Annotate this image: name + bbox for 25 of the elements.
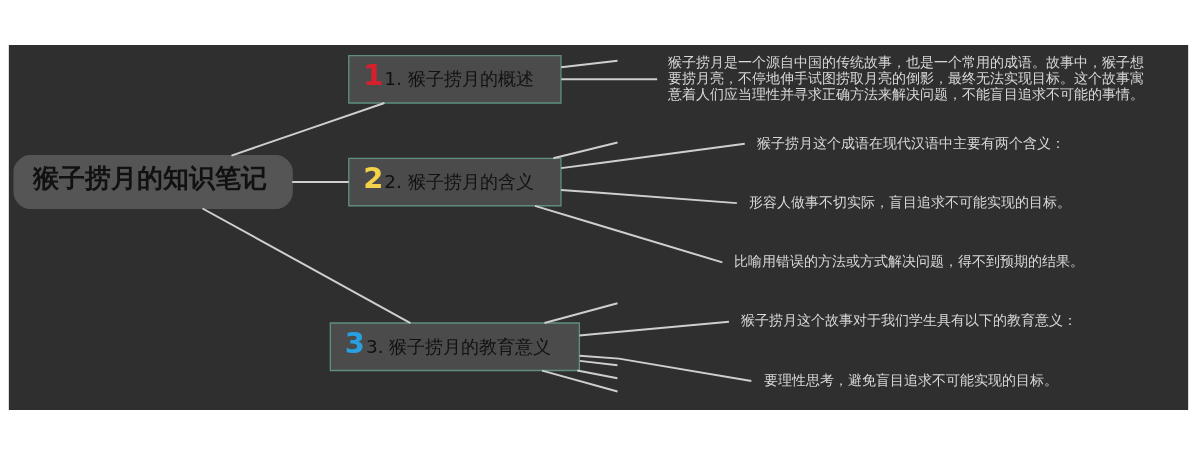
connector — [560, 188, 738, 205]
connector — [534, 204, 724, 264]
connector — [541, 369, 619, 393]
node-box: 3 3. 猴子捞月的教育意义 — [329, 322, 581, 372]
connector — [576, 369, 619, 380]
connector — [560, 59, 619, 69]
node-box: 1 1. 猴子捞月的概述 — [348, 54, 562, 104]
node-text: 形容人做事不切实际，盲目追求不可能实现的目标。 — [749, 193, 1072, 210]
connector — [578, 354, 753, 382]
connector — [201, 207, 412, 324]
node-text: 要理性思考，避免盲目追求不可能实现的目标。 — [763, 371, 1058, 388]
node-text: 猴子捞月这个成语在现代汉语中主要有两个含义： — [756, 134, 1065, 151]
node-box: 猴子捞月的知识笔记 — [13, 155, 293, 210]
connector — [578, 320, 730, 337]
connector — [552, 141, 619, 160]
connector — [230, 102, 386, 157]
connector — [560, 142, 746, 170]
node-text: 猴子捞月是一个源自中国的传统故事，也是一个常用的成语。故事中，猴子想要捞月亮，不停地伸手试图捞取月亮的倒影，最终无法实现目标。这个故事寓意着人们应当理性并寻求正确方法来解决问题，不能盲目追求不可能的事情。 — [667, 54, 1144, 102]
connector — [578, 359, 619, 367]
node-text: 比喻用错误的方法或方式解决问题，得不到预期的结果。 — [734, 253, 1085, 270]
node-box: 2 2. 猴子捞月的含义 — [348, 157, 562, 207]
connector — [560, 78, 659, 81]
connector — [291, 181, 350, 184]
node-text: 猴子捞月这个故事对于我们学生具有以下的教育意义： — [741, 312, 1078, 329]
connector — [543, 302, 619, 324]
